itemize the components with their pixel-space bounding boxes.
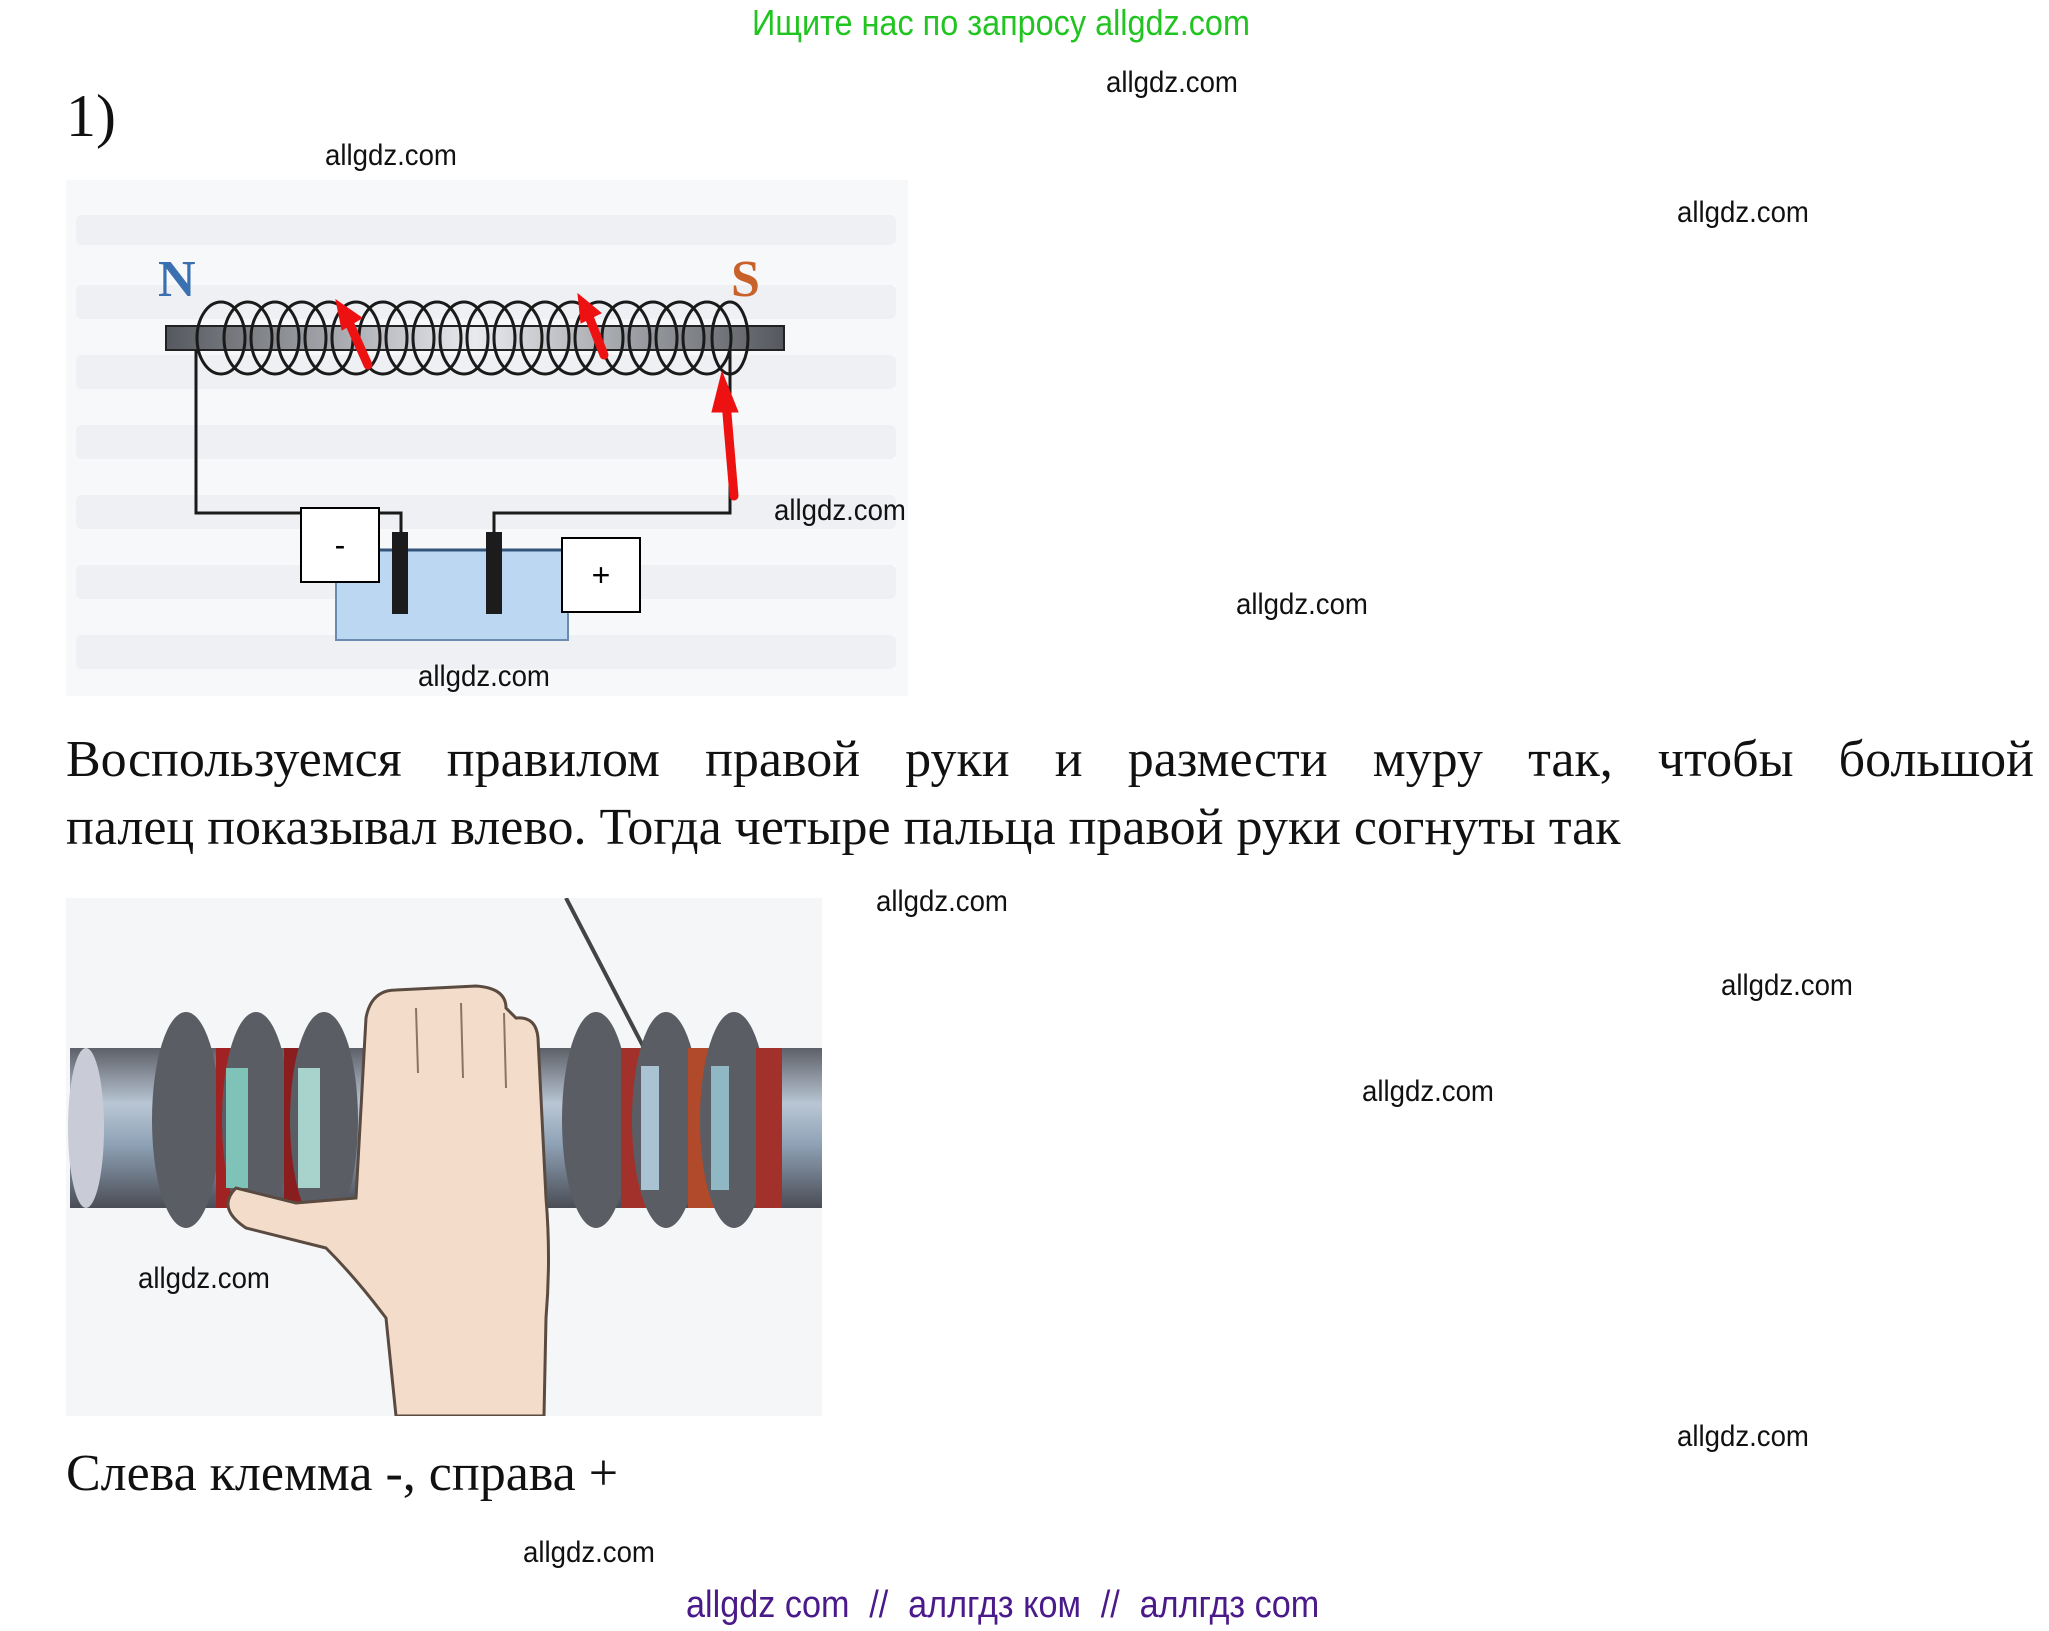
watermark: allgdz.com — [138, 1262, 270, 1295]
watermark: allgdz.com — [325, 139, 457, 172]
solenoid-circuit-diagram: N S - + — [66, 180, 908, 696]
footer-separator: // — [1100, 1584, 1120, 1626]
right-hand-rule-image — [66, 898, 822, 1416]
pole-north-label: N — [158, 251, 196, 308]
paragraph-line-1: Воспользуемся правилом правой руки и раз… — [66, 731, 2034, 788]
watermark: allgdz.com — [523, 1536, 655, 1569]
current-arrow-icon — [343, 315, 373, 370]
arrow-head-icon — [335, 298, 363, 331]
footer-separator: // — [869, 1584, 889, 1626]
watermark: allgdz.com — [1721, 969, 1853, 1002]
footer-part-1: allgdz com — [686, 1584, 850, 1626]
task-number: 1) — [66, 83, 116, 149]
terminal-plus-label: + — [561, 537, 641, 613]
watermark: allgdz.com — [1677, 196, 1809, 229]
pole-south-label: S — [731, 251, 760, 308]
watermark: allgdz.com — [876, 885, 1008, 918]
arrow-head-icon — [577, 292, 602, 324]
explanation-paragraph: Воспользуемся правилом правой руки и раз… — [66, 726, 2036, 862]
conclusion-text: Слева клемма -, справа + — [66, 1445, 619, 1502]
arrow-head-icon — [711, 370, 739, 413]
watermark: allgdz.com — [418, 660, 550, 693]
watermark: allgdz.com — [1106, 66, 1238, 99]
search-banner: Ищите нас по запросу allgdz.com — [752, 2, 1250, 43]
footer-part-3: аллгдз com — [1139, 1584, 1320, 1626]
solenoid-diagram-graphic: N S — [76, 215, 896, 669]
watermark: allgdz.com — [1677, 1420, 1809, 1453]
footer-links: allgdz com // аллгдз ком // аллгдз com — [686, 1584, 1319, 1627]
watermark: allgdz.com — [1236, 588, 1368, 621]
hand-grip-graphic — [68, 898, 822, 1416]
watermark: allgdz.com — [774, 494, 906, 527]
terminal-minus-label: - — [300, 507, 380, 583]
current-arrow-icon — [583, 309, 609, 360]
current-arrow-icon — [721, 397, 739, 501]
footer-part-2: аллгдз ком — [908, 1584, 1081, 1626]
watermark: allgdz.com — [1362, 1075, 1494, 1108]
paragraph-line-2: палец показывал влево. Тогда четыре паль… — [66, 799, 1621, 856]
